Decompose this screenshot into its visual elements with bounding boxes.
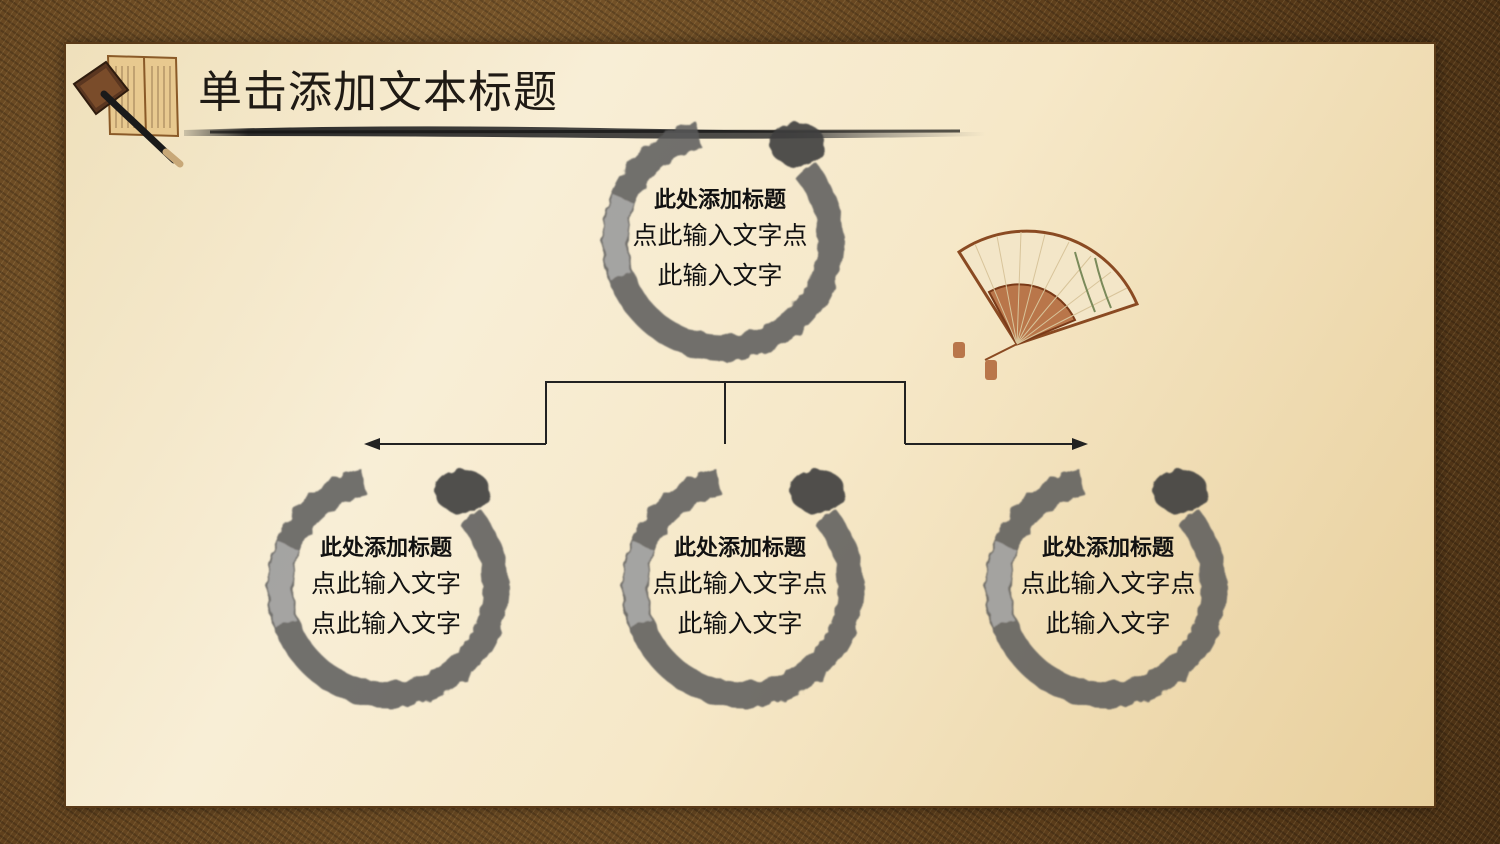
arrow-left-head [364,438,380,450]
folding-fan-icon [953,229,1140,380]
ink-circle-right [985,466,1227,708]
node-right[interactable]: 此处添加标题 点此输入文字点 此输入文字 [988,532,1228,644]
node-text-line: 点此输入文字点 [652,569,828,598]
node-left[interactable]: 此处添加标题 点此输入文字 点此输入文字 [266,532,506,644]
node-text-line: 此输入文字 [657,261,783,290]
node-text-line: 点此输入文字点 [1020,569,1196,598]
node-middle[interactable]: 此处添加标题 点此输入文字点 此输入文字 [620,532,860,644]
node-text-line: 此输入文字 [677,609,803,638]
node-title: 此处添加标题 [653,187,786,213]
ink-circle-top [602,119,844,361]
node-top[interactable]: 此处添加标题 点此输入文字点 此输入文字 [600,184,840,296]
book-and-brush-icon [72,54,184,168]
ink-circle-middle [622,466,864,708]
ink-circle-left [267,466,509,708]
node-title: 此处添加标题 [673,535,806,561]
node-text-line: 此输入文字 [1045,609,1171,638]
node-text-line: 点此输入文字 [310,609,461,638]
arrow-right-head [1072,438,1088,450]
node-text-line: 点此输入文字点 [632,221,808,250]
node-title: 此处添加标题 [1041,535,1174,561]
node-title: 此处添加标题 [319,535,452,561]
node-text-line: 点此输入文字 [310,569,461,598]
slide-title[interactable]: 单击添加文本标题 [198,67,558,118]
slide-paper [66,44,1434,806]
